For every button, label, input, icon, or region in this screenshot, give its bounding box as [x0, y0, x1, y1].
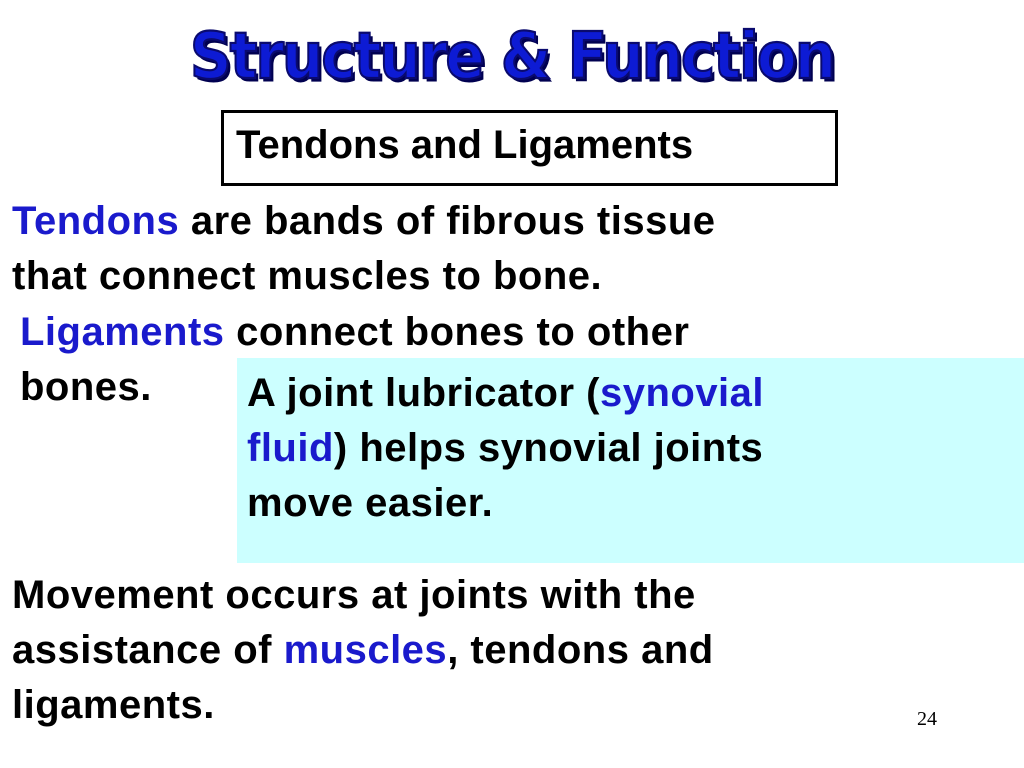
tendons-line1-text: are bands of fibrous tissue	[179, 199, 716, 243]
callout-line3-text: move easier.	[247, 481, 494, 525]
movement-paragraph: Movement occurs at joints with the assis…	[12, 568, 714, 733]
callout-line1-text: A joint lubricator (	[247, 371, 600, 415]
movement-line1-text: Movement occurs at joints with the	[12, 573, 696, 617]
subtitle-box: Tendons and Ligaments	[221, 110, 838, 186]
callout-line2-text: ) helps synovial joints	[333, 426, 764, 470]
synovial-term: synovial	[599, 371, 765, 415]
synovial-paragraph: A joint lubricator (synovial fluid) help…	[247, 366, 764, 531]
fluid-term: fluid	[247, 426, 334, 470]
movement-line3-text: ligaments.	[12, 683, 215, 727]
ligaments-line1-text: connect bones to other	[224, 310, 690, 354]
ligaments-line2-text: bones.	[20, 365, 152, 409]
slide-title: Structure & Function	[189, 17, 837, 94]
synovial-callout: A joint lubricator (synovial fluid) help…	[237, 358, 1024, 563]
ligaments-paragraph: Ligaments connect bones to other bones.	[20, 305, 689, 415]
movement-line2-rest: , tendons and	[447, 628, 714, 672]
movement-line2-start: assistance of	[12, 628, 284, 672]
tendons-term: Tendons	[12, 199, 180, 243]
ligaments-term: Ligaments	[20, 310, 225, 354]
tendons-paragraph: Tendons are bands of fibrous tissue that…	[12, 194, 716, 304]
muscles-term: muscles	[283, 628, 448, 672]
tendons-line2-text: that connect muscles to bone.	[12, 254, 603, 298]
page-number: 24	[917, 708, 937, 730]
slide-subtitle: Tendons and Ligaments	[236, 123, 694, 167]
